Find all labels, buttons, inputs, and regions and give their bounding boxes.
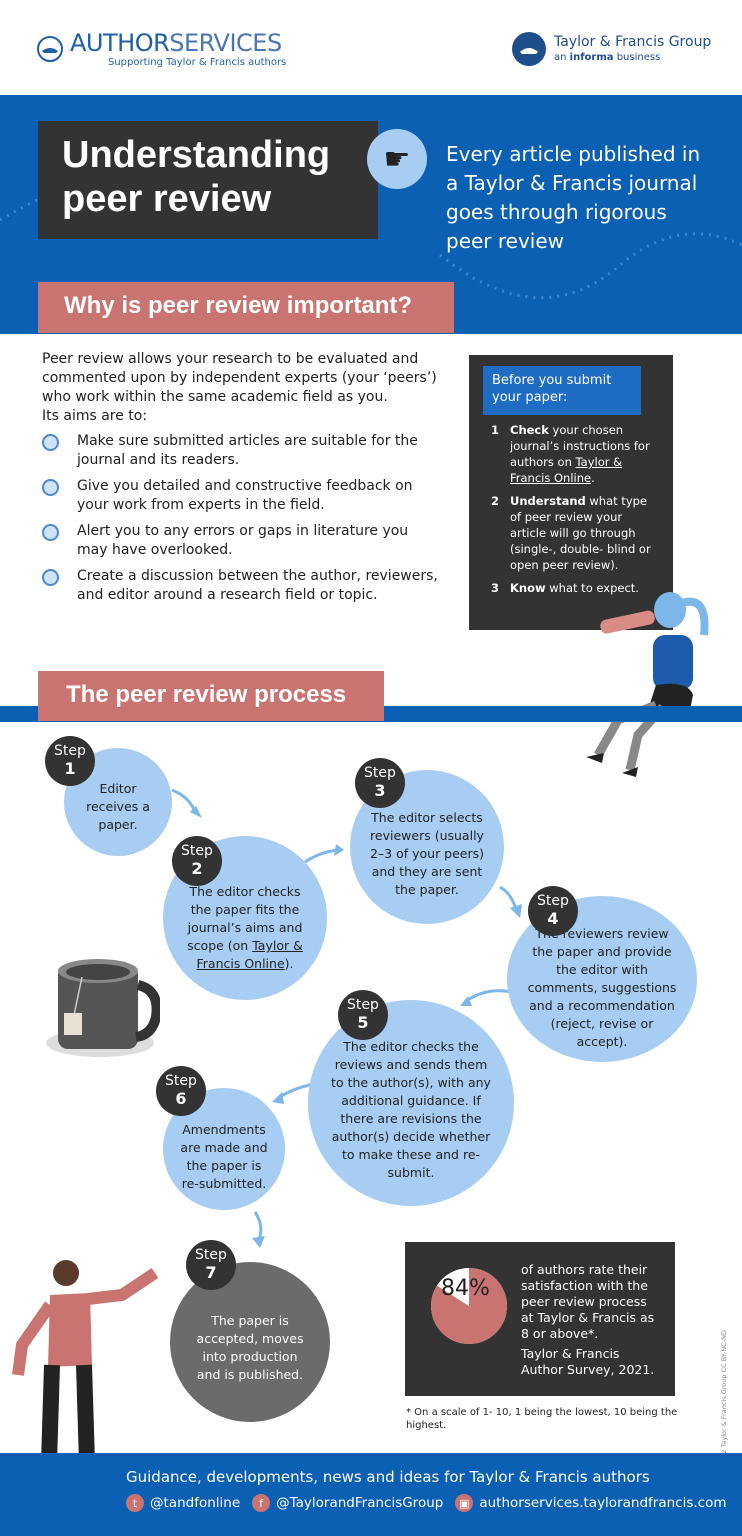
footer: Guidance, developments, news and ideas f… bbox=[0, 1453, 742, 1536]
list-item: Create a discussion between the author, … bbox=[42, 567, 442, 605]
tf-name: Taylor & Francis Group bbox=[554, 34, 712, 50]
title-line-2: peer review bbox=[62, 178, 272, 220]
pointing-hand-icon: ☛ bbox=[367, 129, 427, 189]
header bbox=[0, 0, 742, 95]
twitter-icon: t bbox=[126, 1494, 144, 1512]
aims-list: Make sure submitted articles are suitabl… bbox=[42, 432, 442, 612]
social-links: t @tandfonline f @TaylorandFrancisGroup ▣ a… bbox=[126, 1494, 726, 1512]
list-item: Give you detailed and constructive feedb… bbox=[42, 477, 442, 515]
tf-globe-icon bbox=[512, 32, 546, 66]
bullet-icon bbox=[42, 479, 59, 496]
book-icon: ▣ bbox=[455, 1494, 474, 1512]
aims-intro: Its aims are to: bbox=[42, 408, 148, 424]
step-4-circle: The reviewers review the paper and provi… bbox=[507, 896, 697, 1062]
stat-text: of authors rate their satisfaction with … bbox=[521, 1262, 661, 1378]
twitter-link[interactable]: @tandfonline bbox=[150, 1495, 241, 1511]
step-7-circle: The paper is accepted, moves into produc… bbox=[170, 1262, 330, 1422]
brand-tagline: Supporting Taylor & Francis authors bbox=[108, 57, 287, 68]
facebook-icon: f bbox=[252, 1494, 271, 1512]
percent-pie bbox=[431, 1268, 507, 1344]
dotted-line-decoration bbox=[0, 163, 742, 300]
author-services-logo[interactable]: AUTHORSERVICES Supporting Taylor & Franc… bbox=[36, 30, 286, 68]
brand-wordmark: AUTHORSERVICES bbox=[70, 30, 286, 56]
bullet-icon bbox=[42, 524, 59, 541]
stat-source: Taylor & Francis Author Survey, 2021. bbox=[521, 1346, 655, 1377]
lamp-icon bbox=[37, 36, 63, 62]
step-5-circle: The editor checks the reviews and sends … bbox=[308, 1000, 514, 1206]
pie-slice-84 bbox=[431, 1268, 507, 1344]
hero-intro: Every article published in a Taylor & Fr… bbox=[446, 142, 701, 253]
why-heading: Why is peer review important? bbox=[38, 282, 454, 333]
facebook-link[interactable]: @TaylorandFrancisGroup bbox=[276, 1495, 444, 1511]
list-item: Alert you to any errors or gaps in liter… bbox=[42, 522, 442, 560]
process-heading: The peer review process bbox=[38, 671, 384, 721]
before-heading: Before you submit your paper: bbox=[483, 366, 641, 415]
tfo-link-2[interactable]: Taylor & Francis Online bbox=[196, 938, 303, 971]
list-item: Make sure submitted articles are suitabl… bbox=[42, 432, 442, 470]
footer-guidance: Guidance, developments, news and ideas f… bbox=[126, 1468, 650, 1486]
bullet-icon bbox=[42, 569, 59, 586]
title-line-1: Understanding bbox=[62, 134, 331, 176]
bullet-icon bbox=[42, 434, 59, 451]
satisfaction-stat: 84% of authors rate their satisfaction w… bbox=[405, 1242, 675, 1396]
tf-logo[interactable]: Taylor & Francis Group an informa busine… bbox=[512, 32, 711, 66]
brand-author: AUTHOR bbox=[70, 29, 170, 57]
why-lead: Peer review allows your research to be e… bbox=[42, 350, 442, 426]
tfo-link[interactable]: Taylor & Francis Online bbox=[510, 455, 623, 485]
page-title: Understanding peer review bbox=[38, 121, 378, 239]
footnote: * On a scale of 1- 10, 1 being the lowes… bbox=[406, 1407, 678, 1431]
tf-sub: an informa business bbox=[554, 52, 661, 63]
percent-label: 84% bbox=[441, 1276, 490, 1301]
mug-illustration bbox=[46, 959, 160, 1057]
website-link[interactable]: authorservices.taylorandfrancis.com bbox=[479, 1495, 727, 1511]
brand-services: SERVICES bbox=[169, 29, 282, 57]
